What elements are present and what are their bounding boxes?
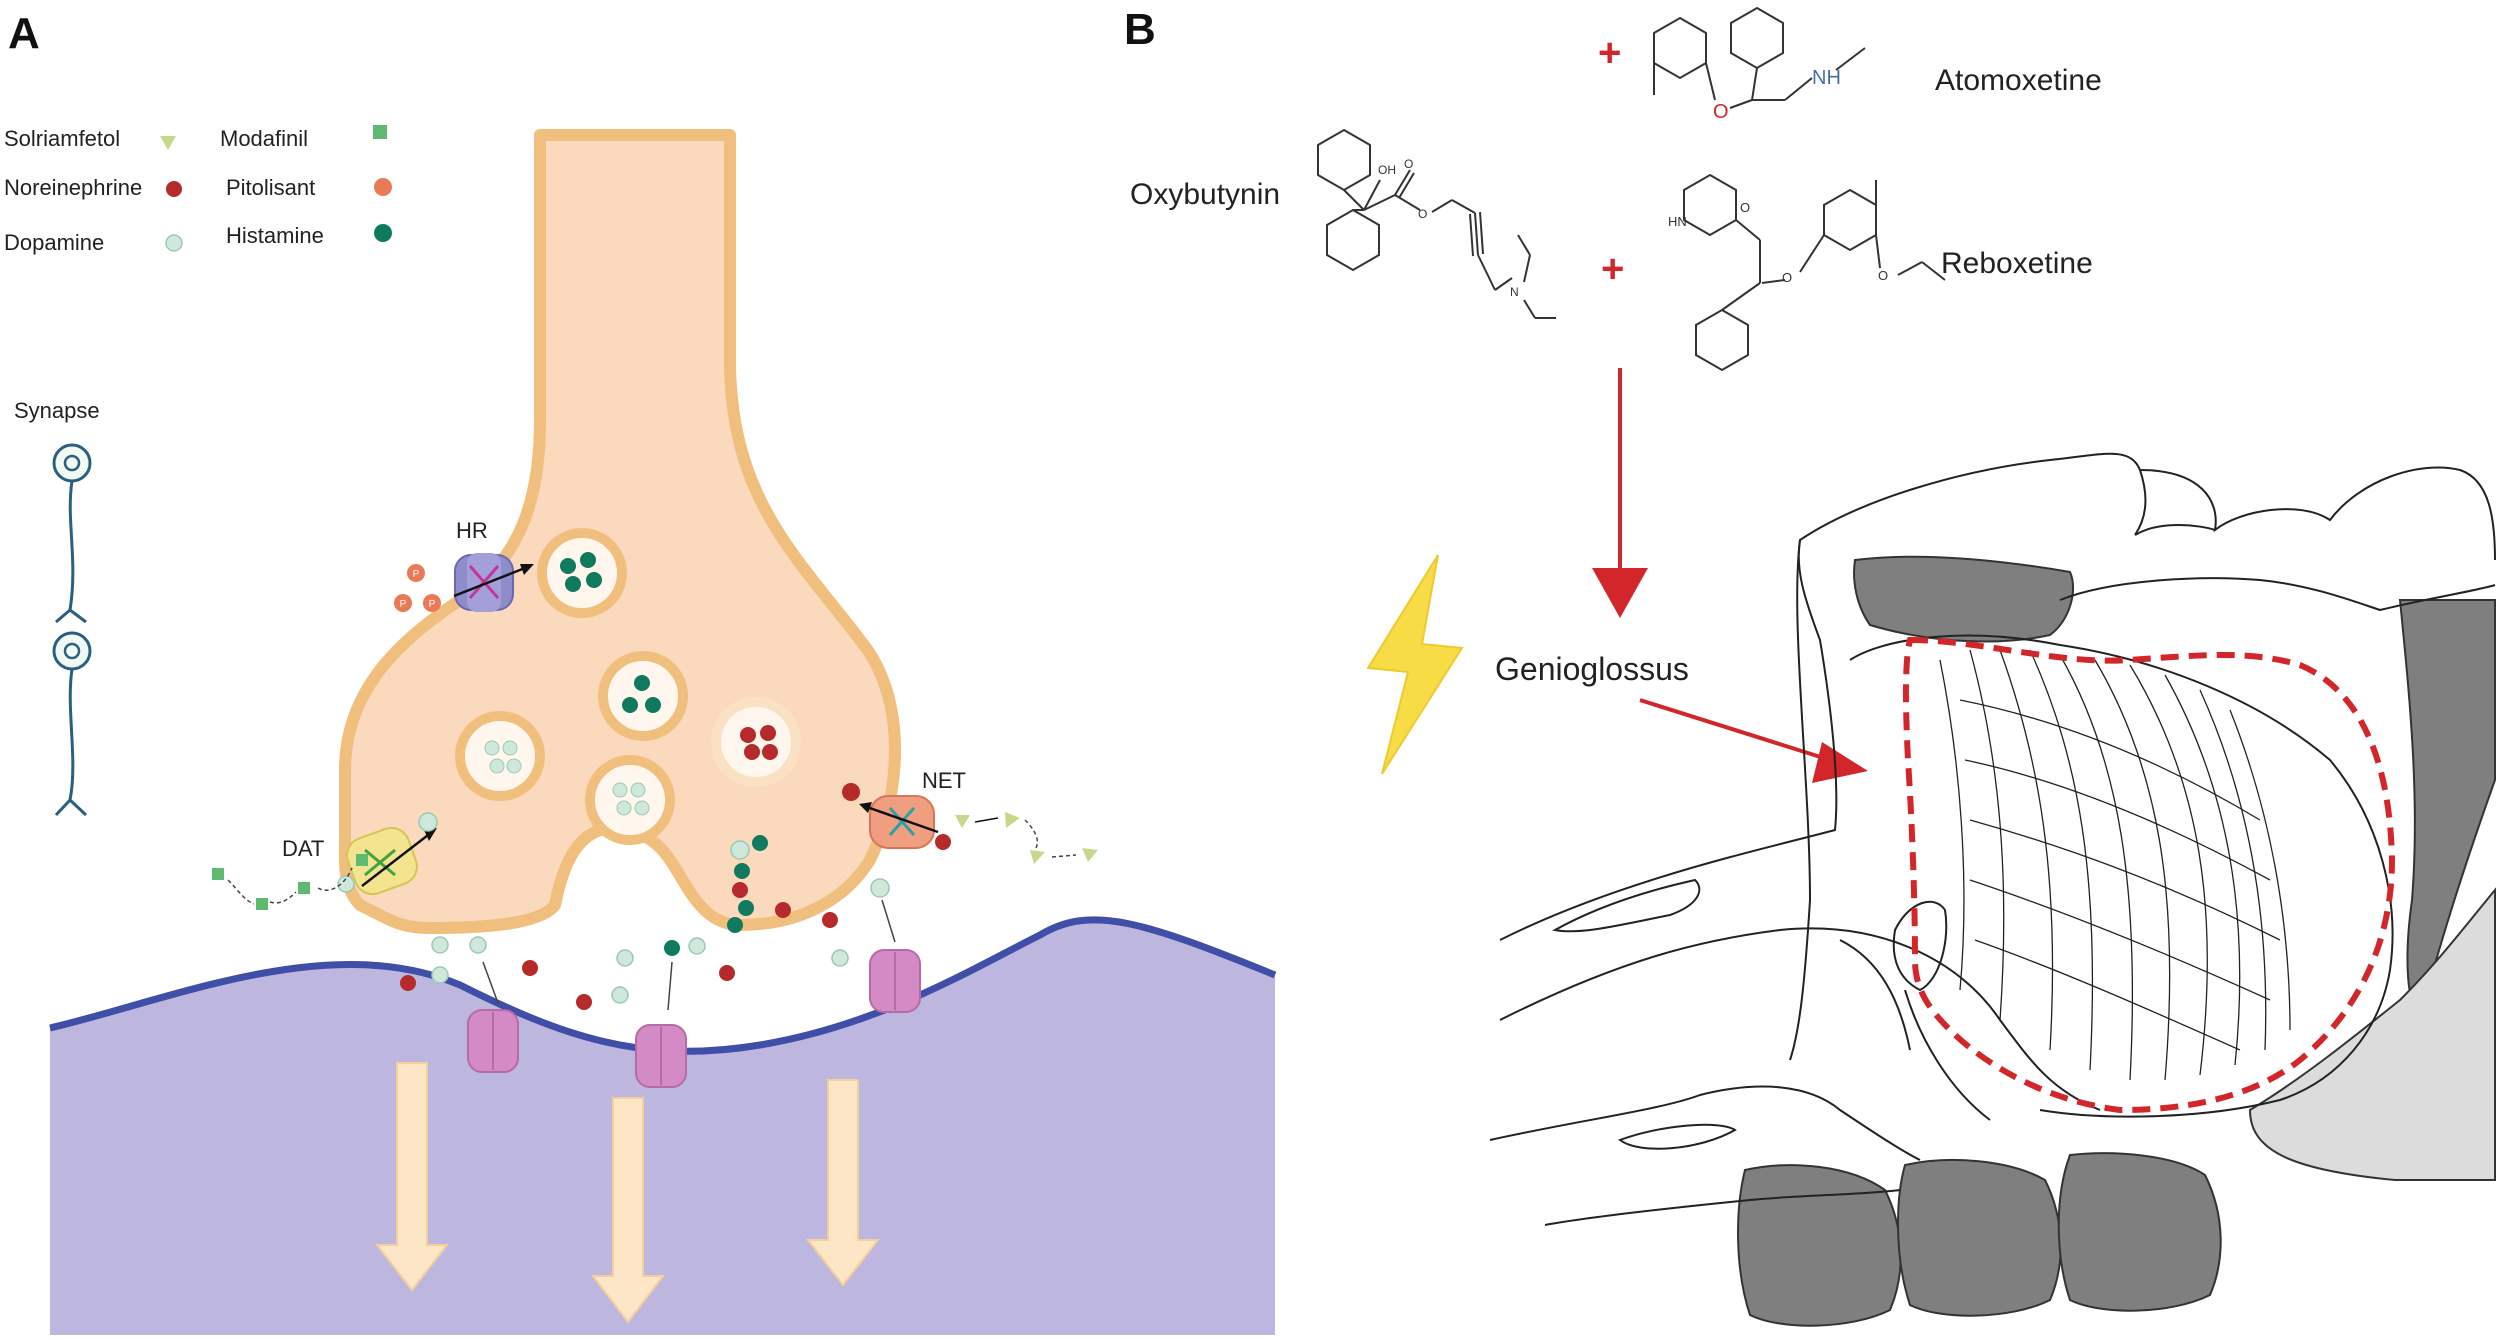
panel-b-letter: B <box>1124 5 1156 54</box>
hr-receptor: HR P P P <box>394 518 534 612</box>
dat-label: DAT <box>282 836 324 861</box>
oxybutynin-structure <box>1317 128 1556 319</box>
postsynaptic-membrane-edge <box>49 916 1277 1055</box>
anatomy-dark-region-2 <box>2398 599 2496 1023</box>
panel-a-letter: A <box>8 9 40 58</box>
vertebra-1 <box>1737 1164 1902 1327</box>
atom-nh-atomoxetine: NH <box>1812 67 1841 89</box>
histamine-icon <box>374 224 392 242</box>
legend-noreinephrine-label: Noreinephrine <box>4 175 142 200</box>
atom-o-ethoxy: O <box>1878 268 1888 283</box>
vesicles <box>455 528 801 845</box>
signal-arrow-2 <box>590 1097 666 1324</box>
atom-o-ether: O <box>1782 270 1792 285</box>
vertebra-2 <box>1897 1159 2062 1317</box>
legend-dopamine-label: Dopamine <box>4 230 104 255</box>
svg-text:P: P <box>400 599 407 610</box>
cleft-molecules <box>400 835 896 1011</box>
vertebra-3 <box>2057 1152 2222 1312</box>
synapse-label: Synapse <box>14 398 100 423</box>
atom-n-oxybutynin: N <box>1510 285 1519 299</box>
modafinil-icon <box>373 125 387 139</box>
genioglossus-fibers <box>1939 649 2291 1081</box>
legend-pitolisant-label: Pitolisant <box>226 175 315 200</box>
pitolisant-icon <box>374 178 392 196</box>
anatomy-illustration <box>1489 452 2496 1327</box>
vesicle-histamine-1 <box>537 528 627 618</box>
hyoid <box>1892 900 1948 992</box>
dopamine-icon <box>165 234 183 252</box>
signal-arrow-3 <box>805 1079 881 1287</box>
lightning-icon <box>1366 554 1464 775</box>
oxybutynin-label: Oxybutynin <box>1130 178 1280 211</box>
solriamfetol-icon <box>160 136 176 150</box>
legend-solriamfetol-label: Solriamfetol <box>4 126 120 151</box>
signal-arrow-1 <box>374 1062 450 1292</box>
postsynaptic-receptors <box>467 949 921 1088</box>
atom-o-atomoxetine: O <box>1713 101 1729 123</box>
legend-modafinil-label: Modafinil <box>220 126 308 151</box>
svg-text:P: P <box>429 599 436 610</box>
modafinil-path <box>212 854 368 910</box>
atom-oh: OH <box>1378 163 1396 177</box>
atom-hn: HN <box>1668 214 1687 229</box>
atom-o-morpholine: O <box>1740 200 1750 215</box>
plus-sign-2: + <box>1601 247 1624 291</box>
vesicle-noreinephrine <box>711 697 801 787</box>
dat-transporter: DAT <box>282 812 438 896</box>
reboxetine-structure <box>1683 173 1946 372</box>
atomoxetine-label: Atomoxetine <box>1935 64 2102 97</box>
postsynaptic-membrane <box>50 919 1275 1335</box>
svg-text:P: P <box>413 569 420 580</box>
anatomy-dark-region-1 <box>1853 555 2075 643</box>
receptor-1 <box>467 1009 519 1073</box>
oxybutynin-atoms: OH O O N <box>1378 157 1519 299</box>
net-label: NET <box>922 768 966 793</box>
vesicle-dopamine-1 <box>455 711 545 801</box>
solriamfetol-path <box>955 812 1098 864</box>
atom-o-ester: O <box>1418 207 1427 221</box>
signal-arrows <box>374 1062 881 1324</box>
legend-histamine-label: Histamine <box>226 223 324 248</box>
panel-b: B OH O O N <box>1124 5 2496 1327</box>
anatomy-light-region <box>2248 887 2496 1181</box>
synapse-icon: Synapse <box>14 398 100 817</box>
atom-o-carbonyl: O <box>1404 157 1413 171</box>
atomoxetine-structure <box>1653 6 1866 109</box>
net-transporter: NET <box>842 768 966 850</box>
genioglossus-label: Genioglossus <box>1495 651 1689 687</box>
legend: Solriamfetol Modafinil Noreinephrine Pit… <box>4 125 392 255</box>
reboxetine-label: Reboxetine <box>1941 247 2093 280</box>
genioglossus-arrow <box>1639 698 1868 783</box>
receptor-2 <box>635 1024 687 1088</box>
hr-label: HR <box>456 518 488 543</box>
panel-a: A Solriamfetol Modafinil Noreinephrine P… <box>4 9 1277 1335</box>
down-arrow <box>1592 368 1648 618</box>
plus-sign-1: + <box>1598 31 1621 75</box>
genioglossus-outline <box>1902 636 2396 1114</box>
vesicle-histamine-2 <box>598 651 688 741</box>
vesicle-dopamine-2 <box>585 755 675 845</box>
reboxetine-atoms: HN O O O <box>1668 200 1888 285</box>
pitolisant-molecules: P P P <box>394 564 441 612</box>
receptor-3 <box>869 949 921 1013</box>
noreinephrine-icon <box>166 181 182 197</box>
